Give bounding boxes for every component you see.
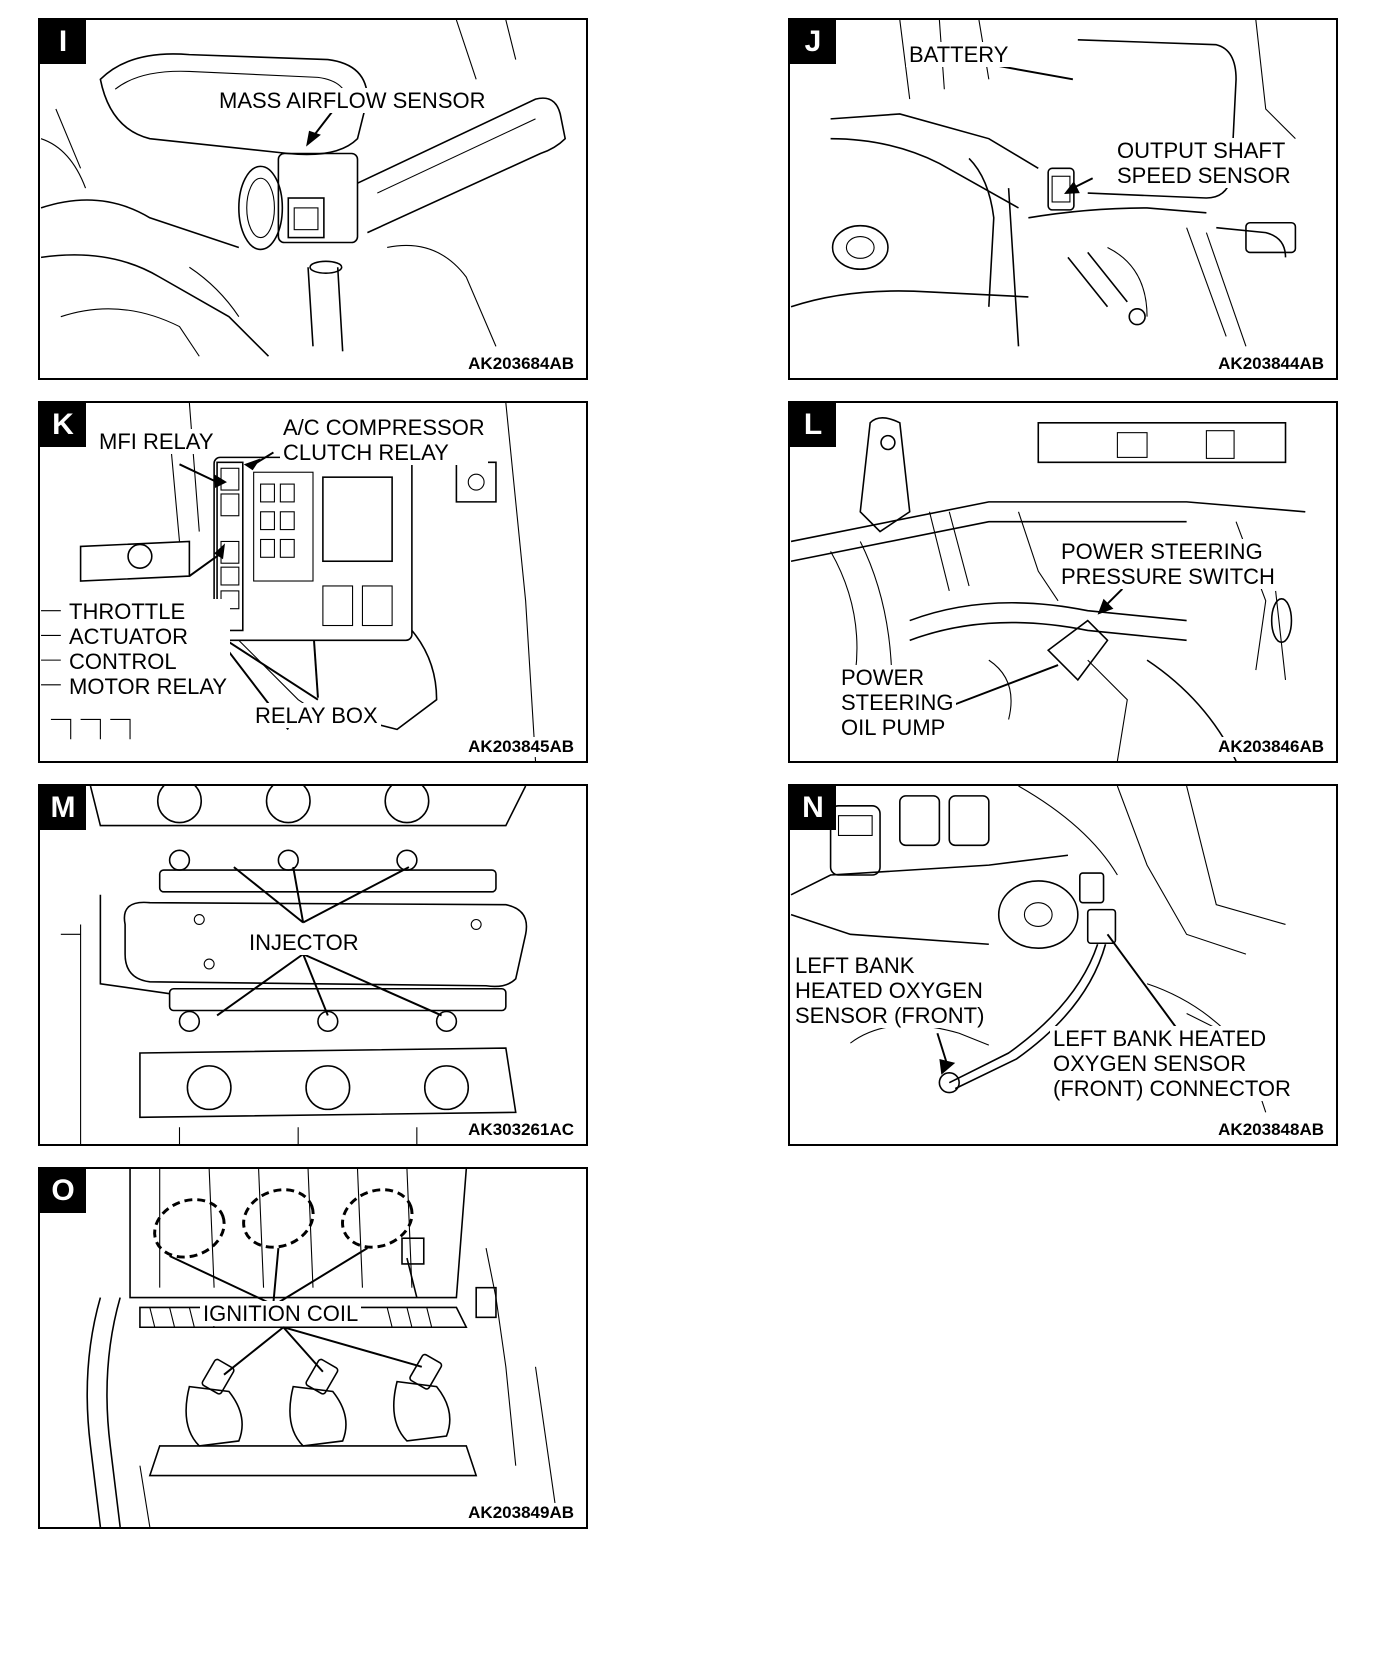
figure-j-drawing — [790, 20, 1297, 347]
figure-o-reference: AK203849AB — [466, 1503, 576, 1523]
figure-o: O IGNITION COIL AK203849AB — [38, 1167, 588, 1529]
figure-m: M INJECTOR AK303261AC — [38, 784, 588, 1146]
battery-label: BATTERY — [906, 42, 1012, 67]
figure-l-drawing — [790, 417, 1306, 761]
left-bank-heated-oxygen-sensor-front-connector-label: LEFT BANK HEATED OXYGEN SENSOR (FRONT) C… — [1050, 1026, 1294, 1101]
mfi-relay-label: MFI RELAY — [96, 429, 217, 454]
figure-o-drawing — [86, 1169, 556, 1527]
figure-k: K MFI RELAY A/C COMPRESSOR CLUTCH RELAY … — [38, 401, 588, 763]
figure-j-reference: AK203844AB — [1216, 354, 1326, 374]
left-bank-heated-oxygen-sensor-front-label: LEFT BANK HEATED OXYGEN SENSOR (FRONT) — [792, 953, 988, 1028]
output-shaft-speed-sensor-label: OUTPUT SHAFT SPEED SENSOR — [1114, 138, 1294, 188]
figure-l-reference: AK203846AB — [1216, 737, 1326, 757]
mass-airflow-sensor-label: MASS AIRFLOW SENSOR — [216, 88, 489, 113]
figure-k-reference: AK203845AB — [466, 737, 576, 757]
figure-o-badge: O — [40, 1169, 86, 1213]
ac-compressor-clutch-relay-label: A/C COMPRESSOR CLUTCH RELAY — [280, 415, 488, 465]
figure-n: N LEFT BANK HEATED OXYGEN SENSOR (FRONT)… — [788, 784, 1338, 1146]
figure-i: I MASS AIRFLOW SENSOR AK203684AB — [38, 18, 588, 380]
relay-box-label: RELAY BOX — [252, 703, 381, 728]
figure-l-badge: L — [790, 403, 836, 447]
figure-n-badge: N — [790, 786, 836, 830]
figure-n-reference: AK203848AB — [1216, 1120, 1326, 1140]
figure-m-reference: AK303261AC — [466, 1120, 576, 1140]
injector-label: INJECTOR — [246, 930, 362, 955]
throttle-actuator-control-motor-relay-label: THROTTLE ACTUATOR CONTROL MOTOR RELAY — [66, 599, 231, 699]
figure-n-drawing — [790, 786, 1286, 1113]
figure-j-badge: J — [790, 20, 836, 64]
figure-l: L POWER STEERING PRESSURE SWITCH POWER S… — [788, 401, 1338, 763]
figure-i-reference: AK203684AB — [466, 354, 576, 374]
power-steering-oil-pump-label: POWER STEERING OIL PUMP — [838, 665, 957, 740]
ignition-coil-label: IGNITION COIL — [200, 1301, 362, 1326]
figure-i-badge: I — [40, 20, 86, 64]
figure-m-badge: M — [40, 786, 86, 830]
figure-k-badge: K — [40, 403, 86, 447]
power-steering-pressure-switch-label: POWER STEERING PRESSURE SWITCH — [1058, 539, 1278, 589]
figure-i-drawing — [40, 20, 567, 357]
figure-m-drawing — [60, 786, 528, 1144]
figure-j: J BATTERY OUTPUT SHAFT SPEED SENSOR AK20… — [788, 18, 1338, 380]
